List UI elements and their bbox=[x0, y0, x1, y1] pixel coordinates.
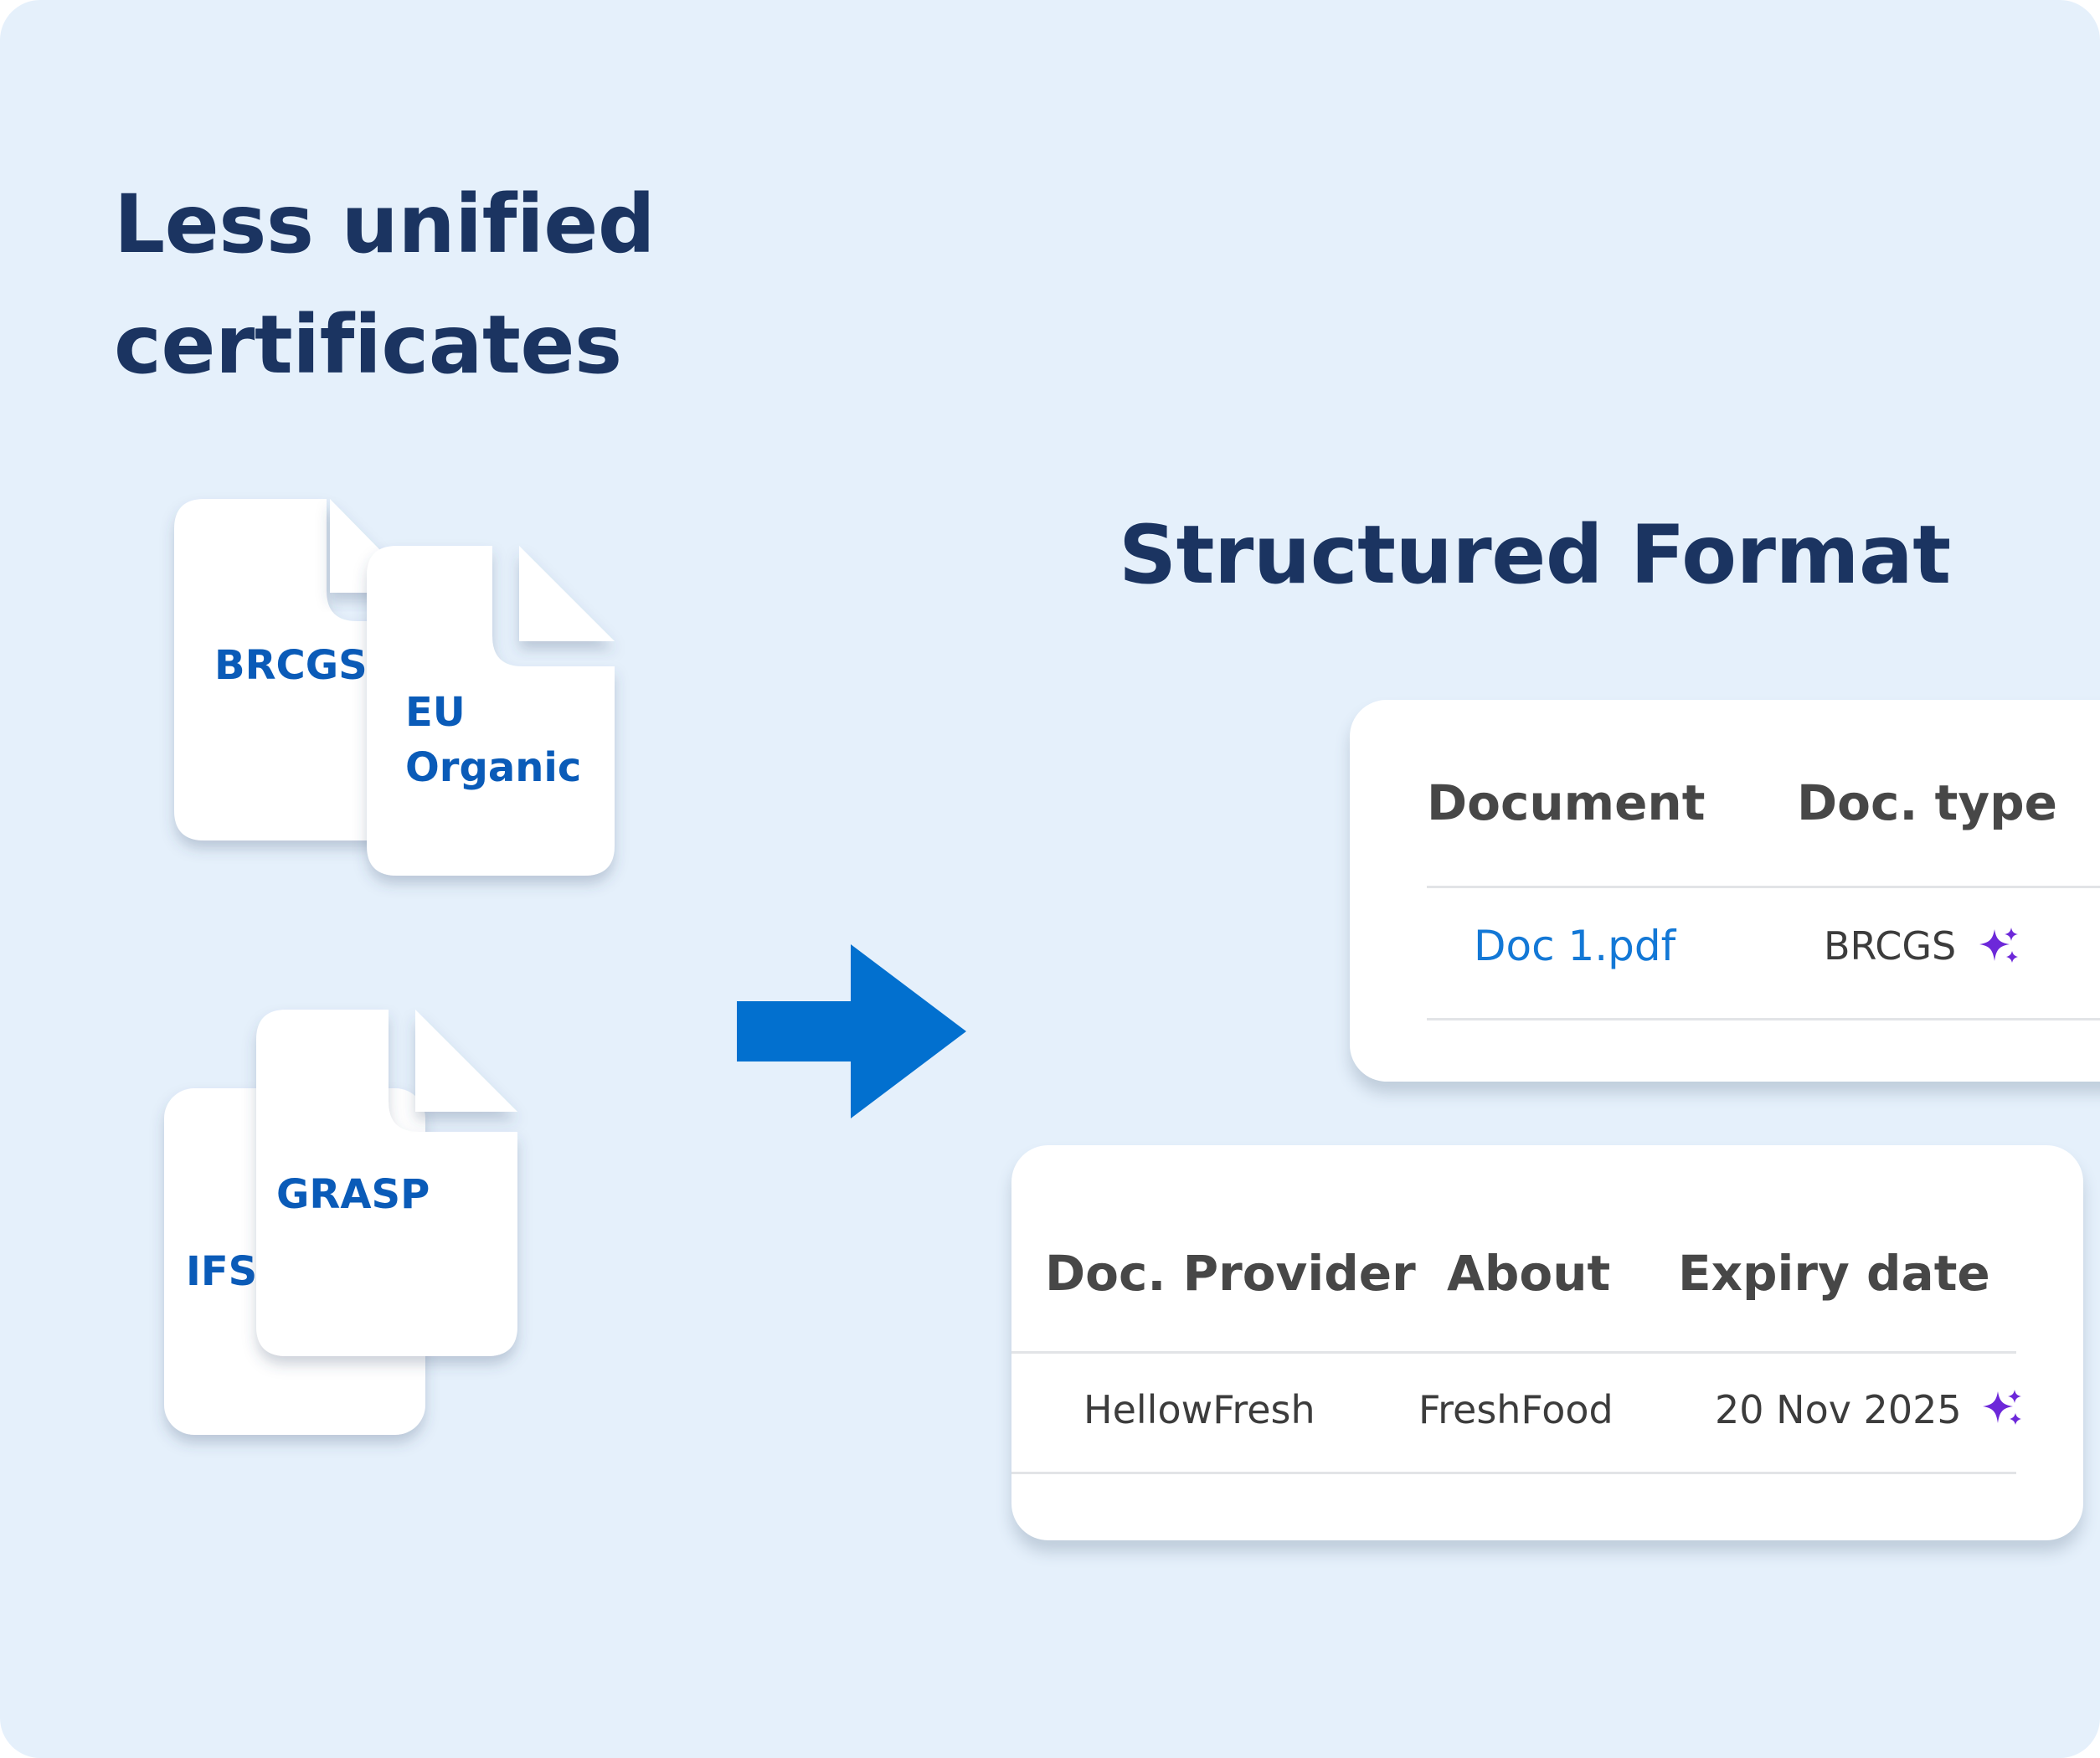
eu-organic-label: EU Organic bbox=[405, 685, 581, 795]
eu-organic-label-line-1: EU bbox=[405, 689, 466, 736]
column-header-expiry-date: Expiry date bbox=[1678, 1245, 1990, 1302]
eu-organic-document-icon: EU Organic bbox=[367, 546, 615, 876]
left-heading-line-1: Less unified bbox=[114, 177, 656, 271]
expiry-date-value: 20 Nov 2025 bbox=[1715, 1387, 1962, 1432]
document-table-card: Document Doc. type Doc 1.pdf BRCGS bbox=[1350, 700, 2100, 1082]
doc-provider-value: HellowFresh bbox=[1083, 1387, 1315, 1432]
column-header-doc-provider: Doc. Provider bbox=[1045, 1245, 1416, 1302]
ifs-label: IFS bbox=[186, 1248, 258, 1295]
about-value: FreshFood bbox=[1418, 1387, 1614, 1432]
document-link[interactable]: Doc 1.pdf bbox=[1474, 922, 1676, 970]
header-divider bbox=[1427, 886, 2100, 888]
column-header-doc-type: Doc. type bbox=[1797, 774, 2057, 831]
eu-organic-label-line-2: Organic bbox=[405, 744, 582, 791]
left-heading: Less unified certificates bbox=[114, 164, 784, 405]
right-heading: Structured Format bbox=[1119, 508, 1951, 602]
grasp-label: GRASP bbox=[276, 1171, 430, 1218]
left-heading-line-2: certificates bbox=[114, 298, 622, 392]
header-divider bbox=[1011, 1351, 2016, 1354]
sparkle-icon bbox=[1979, 926, 2020, 966]
grasp-document-icon: GRASP bbox=[256, 1010, 517, 1356]
column-header-document: Document bbox=[1427, 774, 1706, 831]
brcgs-label: BRCGS bbox=[214, 642, 368, 689]
metadata-table-card: Doc. Provider About Expiry date HellowFr… bbox=[1011, 1145, 2083, 1540]
row-divider bbox=[1427, 1018, 2100, 1020]
row-divider bbox=[1011, 1472, 2016, 1474]
right-arrow-icon bbox=[737, 944, 966, 1123]
sparkle-icon bbox=[1983, 1388, 2023, 1428]
column-header-about: About bbox=[1447, 1245, 1611, 1302]
doc-type-value: BRCGS bbox=[1824, 923, 1957, 969]
